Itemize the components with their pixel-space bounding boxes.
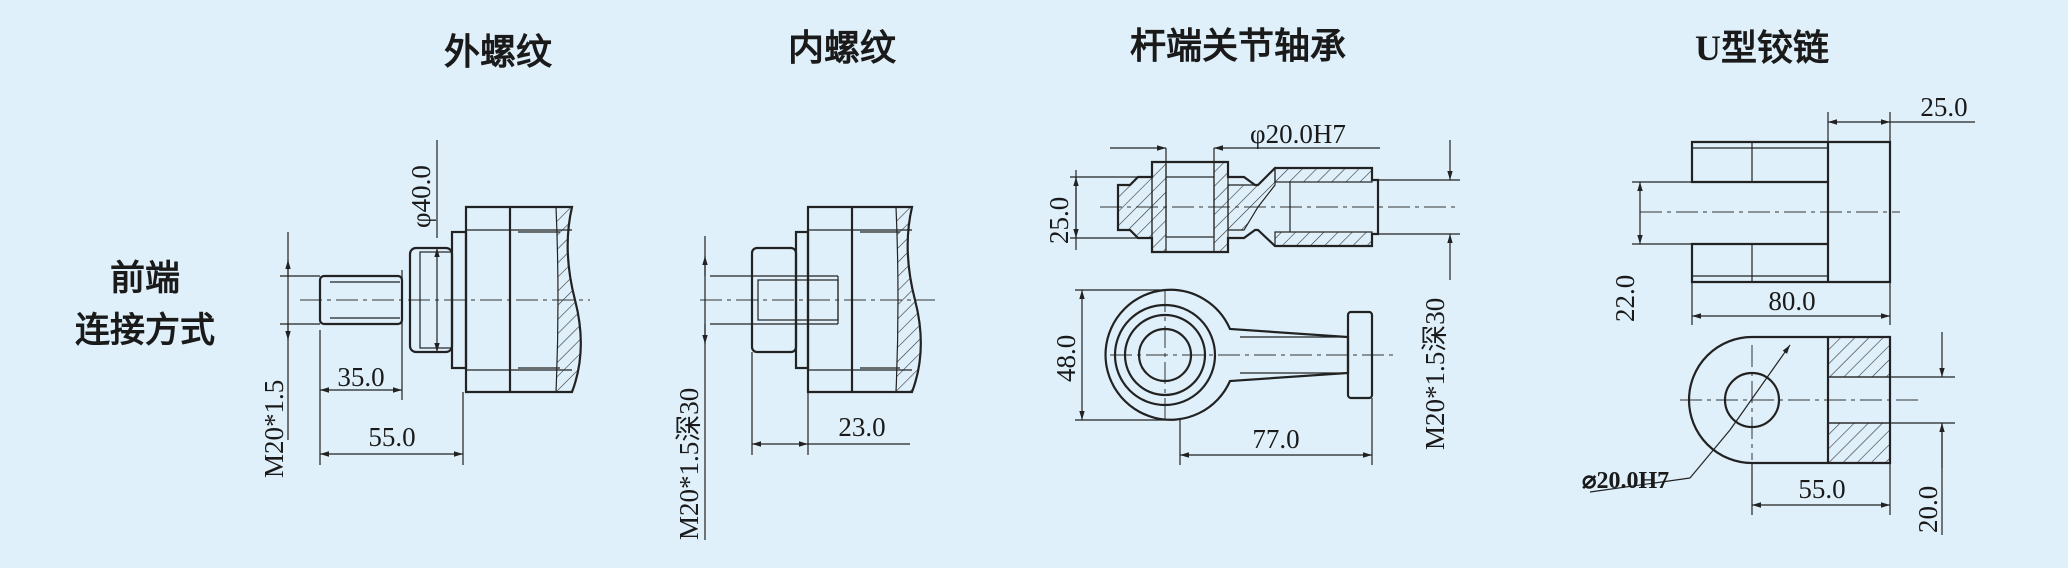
ext-thread-label: M20*1.5 [259,380,289,478]
ext-dia-label: φ40.0 [406,165,436,228]
ext-len-b-label: 55.0 [368,422,415,452]
rod-height-label: 48.0 [1051,335,1081,382]
ext-len-a-label: 35.0 [337,362,384,392]
uh-len-b-label: 55.0 [1798,474,1845,504]
int-len-label: 23.0 [838,412,885,442]
internal-thread-drawing: M20*1.5深30 23.0 [674,205,935,540]
title-internal-thread: 内螺纹 [788,28,897,68]
title-external-thread: 外螺纹 [444,32,553,72]
rod-bore-label: φ20.0H7 [1250,119,1346,149]
u-hinge-side-view: 25.0 22.0 80.0 [1610,92,1975,325]
rod-end-front-view: 48.0 77.0 M20*1.5深30 [1051,288,1450,465]
external-thread-drawing: φ40.0 M20*1.5 35.0 55.0 [259,140,590,478]
rod-end-section-view: 25.0 φ20.0H7 [1044,119,1460,280]
uh-pin-label: ⌀20.0H7 [1582,468,1669,494]
rod-thread-label: M20*1.5深30 [1420,298,1450,450]
uh-length-label: 80.0 [1768,286,1815,316]
u-hinge-top-view: ⌀20.0H7 55.0 20.0 [1582,332,1955,535]
int-thread-label: M20*1.5深30 [674,388,704,540]
title-rod-end-bearing: 杆端关节轴承 [1130,26,1346,66]
row-label-line1: 前端 [110,259,180,298]
rod-width-label: 25.0 [1044,197,1074,244]
row-label-line2: 连接方式 [75,311,215,350]
uh-thick-label: 20.0 [1913,486,1943,533]
uh-gap-label: 22.0 [1610,275,1640,322]
title-u-hinge: U型铰链 [1695,28,1829,68]
uh-slot-label: 25.0 [1920,92,1967,122]
rod-length-label: 77.0 [1252,424,1299,454]
